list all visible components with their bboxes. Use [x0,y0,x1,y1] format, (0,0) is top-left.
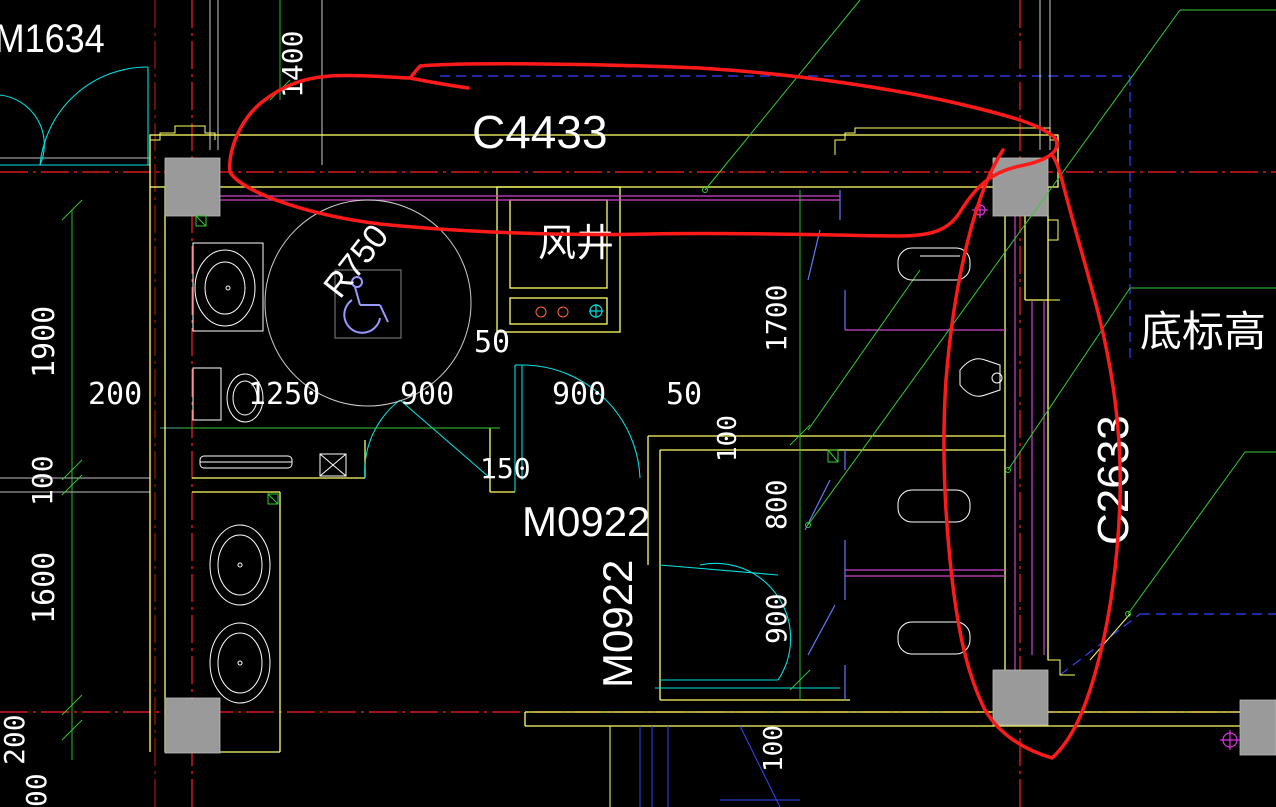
dim-200-bottom: 200 [0,714,31,765]
dim-1900: 1900 [27,306,62,378]
partitions [218,195,1045,670]
label-r750: R750 [316,217,396,304]
wheelchair-icon [334,269,402,339]
label-m1634: M1634 [0,17,105,61]
walls [149,134,1276,753]
dim-1250: 1250 [248,377,320,412]
crosshair-target-icon [589,202,1240,750]
aux-lines [0,0,1051,493]
dim-1700: 1700 [760,285,793,352]
dimension-lines [61,0,811,760]
fixtures [192,199,1003,704]
label-c2633: C2633 [1089,415,1138,545]
leader-lines [702,0,1276,617]
dim-900-a: 900 [400,377,454,412]
dim-100-mid: 100 [713,415,743,462]
dim-00-bottom: 00 [20,773,53,807]
dim-100-left: 100 [26,455,59,506]
dim-1400: 1400 [276,31,309,98]
dim-100-bottom: 100 [759,725,789,772]
label-fengjing: 风井 [538,223,614,265]
dim-900-c: 900 [760,593,793,644]
hatch-marks [195,215,839,505]
wall-profiles [149,125,1131,676]
dim-800: 800 [760,479,793,530]
label-elevation-note: 底标高 . [1140,308,1276,355]
dim-150: 150 [480,452,531,485]
stair-lines [609,725,800,807]
doors [0,66,840,689]
columns [164,157,1276,756]
label-m0922-b: M0922 [594,560,641,688]
label-m0922-a: M0922 [522,498,650,545]
markup-loop-top [228,62,1059,238]
markup-loop-right [942,148,1122,760]
markup-annotations [228,62,1122,760]
dim-50-b: 50 [666,377,702,412]
blue-dashed-outline [440,75,1276,676]
dim-900-b: 900 [552,377,606,412]
stall-partitions [804,190,846,700]
dim-200: 200 [88,377,142,412]
label-c4433: C4433 [472,106,608,158]
dim-1600: 1600 [27,552,62,624]
dim-50-a: 50 [474,325,510,360]
